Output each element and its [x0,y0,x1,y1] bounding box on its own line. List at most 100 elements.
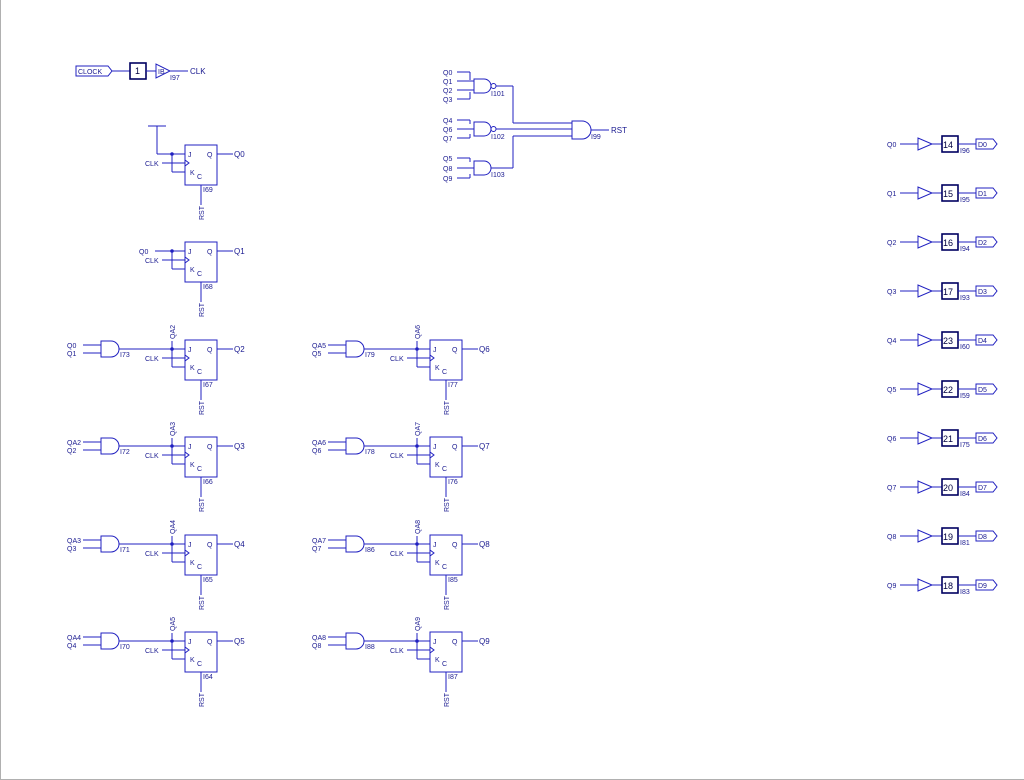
ff-gate-in1-label: QA2 [67,440,81,447]
output-net-label: Q9 [887,583,896,590]
ff-gate-in2-label: Q8 [312,643,321,650]
ff-q-label: Q2 [234,345,245,354]
reset-nand-i101[interactable]: Q0 Q1 Q2 Q3 I101 [443,70,505,104]
ff-gate-in1-label: QA7 [312,538,326,545]
output-pad-number: 18 [943,581,953,591]
ff-gate-in2-label: Q2 [67,448,76,455]
reset-and-i99[interactable]: I99 RST [571,120,627,141]
ff-pin-j: J [433,639,437,646]
reset-nand-a-in-1: Q1 [443,79,452,86]
output-pad-number: 23 [943,336,953,346]
ff-gate-in1-label: Q0 [67,343,76,350]
ff-gate-inst-label: I70 [120,644,130,651]
ff-gate-inst-label: I72 [120,449,130,456]
ff-pin-c: C [442,661,447,668]
clock-pad-number: 1 [135,66,140,76]
ff-clk-label: CLK [390,551,404,558]
output-port-label: D0 [978,142,987,149]
ff-gate-in1-label: QA5 [312,343,326,350]
reset-and-i103[interactable]: Q5 Q8 Q9 I103 [443,156,505,183]
reset-and-c-inst: I103 [491,172,505,179]
output-port-label: D7 [978,485,987,492]
ff-pin-j: J [188,542,192,549]
output-net-label: Q0 [887,142,896,149]
ff-jk-label: QA7 [415,422,422,436]
ff-jk-label: QA2 [170,325,177,339]
ff-inst-label: I65 [203,577,213,584]
ff-pin-q: Q [207,444,213,451]
ff-rst-label: RST [199,302,206,317]
ff-clk-label: CLK [145,453,159,460]
reset-nand-b-in-2: Q7 [443,136,452,143]
ff-gate-inst-label: I79 [365,352,375,359]
ff-rst-label: RST [444,400,451,415]
ff-q-label: Q7 [479,442,490,451]
output-port-label: D1 [978,191,987,198]
output-net-label: Q6 [887,436,896,443]
ff-rst-label: RST [444,595,451,610]
ff-pin-k: K [435,657,440,664]
ff-gate-in1-label: QA4 [67,635,81,642]
output-inst-label: I95 [960,197,970,204]
ff-pin-c: C [197,271,202,278]
reset-nand-a-inst: I101 [491,91,505,98]
ff-clk-label: CLK [390,648,404,655]
reset-nand-a-in-3: Q3 [443,97,452,104]
clock-buffer-inst: I97 [170,75,180,82]
ff-pin-c: C [442,466,447,473]
clock-input-buffer[interactable] [155,63,172,79]
output-inst-label: I60 [960,344,970,351]
ff-pin-k: K [435,560,440,567]
ff-rst-label: RST [199,497,206,512]
ff-q-label: Q8 [479,540,490,549]
reset-logic: Q0 Q1 Q2 Q3 I101 Q4 Q6 Q7 I102 [443,70,627,183]
ff-inst-label: I67 [203,382,213,389]
ff-pin-c: C [197,564,202,571]
clock-port-symbol[interactable] [75,65,113,77]
output-inst-label: I59 [960,393,970,400]
output-pad-number: 22 [943,385,953,395]
reset-nand-b-inst: I102 [491,134,505,141]
ff-pin-j: J [188,249,192,256]
reset-nand-i102[interactable]: Q4 Q6 Q7 I102 [443,118,505,143]
reset-final-inst: I99 [591,134,601,141]
ff-clk-label: CLK [145,648,159,655]
reset-nand-b-in-0: Q4 [443,118,452,125]
output-port-label: D8 [978,534,987,541]
ff-jk-label: QA4 [170,520,177,534]
clock-buffer-type: IB [158,69,165,76]
flipflop-layer: JKQCI69Q0RSTCLKJKQCI68Q1RSTCLKQ0JKQCI67Q… [67,125,490,707]
output-pad-number: 15 [943,189,953,199]
ff-q-label: Q9 [479,637,490,646]
output-port-label: D9 [978,583,987,590]
ff-pin-j: J [188,639,192,646]
ff-pin-k: K [190,560,195,567]
ff-jk-label: QA3 [170,422,177,436]
ff-gate-in1-label: QA8 [312,635,326,642]
ff-pin-c: C [197,466,202,473]
ff-rst-label: RST [199,205,206,220]
ff-pin-c: C [197,661,202,668]
output-inst-label: I75 [960,442,970,449]
output-port-label: D6 [978,436,987,443]
